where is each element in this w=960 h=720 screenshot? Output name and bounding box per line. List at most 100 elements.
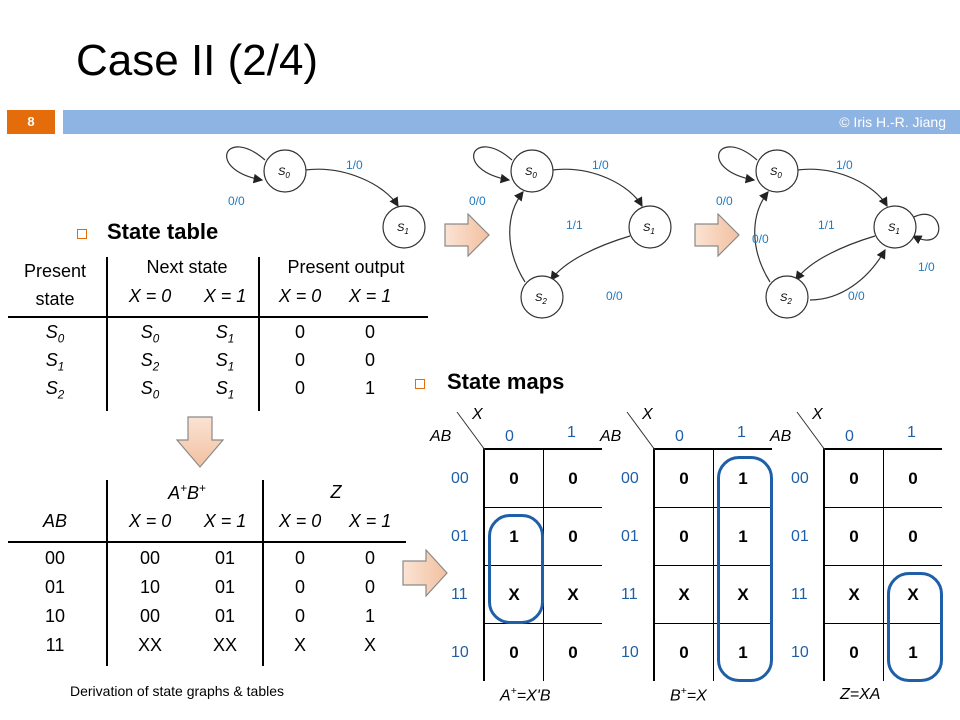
- table-cell: 0: [364, 322, 375, 342]
- col-x0: X = 0: [128, 511, 172, 531]
- header-present: Present state: [10, 257, 100, 313]
- header-bar: [63, 110, 960, 134]
- kmap-row-label: 10: [621, 644, 639, 661]
- bullet-icon: [415, 379, 425, 389]
- kmap-col-label: 1: [567, 424, 576, 441]
- kmap-row-label: 11: [621, 586, 638, 603]
- table-cell: XX: [212, 635, 237, 655]
- node-s2: [520, 275, 564, 319]
- kmap-result: B+=X: [670, 686, 707, 705]
- kmap-cell: X: [825, 566, 883, 623]
- right-arrow-icon: [402, 549, 448, 597]
- table-cell: 00: [44, 548, 66, 568]
- slide-title: Case II (2/4): [76, 36, 319, 85]
- node-label-subscript: 2: [541, 297, 547, 306]
- table-cell: S2: [45, 378, 65, 402]
- kmap-row-label: 00: [791, 470, 809, 487]
- edge-s1-s2: [795, 235, 876, 281]
- copyright: © Iris H.-R. Jiang: [839, 114, 946, 130]
- table-cell: 1: [364, 606, 375, 626]
- table-cell: S1: [215, 322, 235, 346]
- kmap-cell: 0: [825, 624, 883, 681]
- table-cell: 0: [364, 577, 375, 597]
- table-cell: S0: [140, 322, 160, 346]
- table-cell: 00: [139, 606, 161, 626]
- kmap-cell: 0: [884, 450, 942, 507]
- table-divider: [106, 480, 108, 666]
- kmap-row-label: 00: [451, 470, 469, 487]
- edge-s2-s0: [509, 191, 526, 283]
- col-x0: X = 0: [278, 286, 322, 306]
- kmap-col-label: 1: [737, 424, 746, 441]
- kmap-row-label: 11: [451, 586, 468, 603]
- table-cell: S0: [45, 322, 65, 346]
- edge-label: 0/0: [606, 289, 623, 303]
- header-next: A+B+: [112, 482, 262, 504]
- table-cell: 0: [364, 548, 375, 568]
- header-present-line1: Present: [23, 261, 87, 281]
- kmap-cell: X: [655, 566, 713, 623]
- table-cell: 1: [364, 378, 375, 398]
- bullet-icon: [77, 229, 87, 239]
- self-loop-s0: [718, 146, 758, 184]
- kmap-cell: 0: [655, 508, 713, 565]
- table-cell: 0: [294, 378, 305, 398]
- state-maps-heading: State maps: [447, 369, 565, 394]
- table-cell: 0: [294, 577, 305, 597]
- kmap-cell: 0: [544, 508, 602, 565]
- table-cell: S0: [140, 378, 160, 402]
- table-cell: 0: [294, 548, 305, 568]
- table-cell: 10: [44, 606, 66, 626]
- node-s1: [873, 205, 917, 249]
- edge-label: 1/0: [346, 158, 363, 172]
- table-cell: X: [363, 635, 376, 655]
- edge-label: 1/0: [836, 158, 853, 172]
- kmap-row-label: 11: [791, 586, 808, 603]
- header-next-text: A+B+: [168, 482, 206, 503]
- node-label-subscript: 2: [786, 297, 792, 306]
- header-present-output: Present output: [287, 257, 405, 277]
- edge-label: 0/0: [848, 289, 865, 303]
- node-label-subscript: 0: [777, 171, 782, 180]
- node-label-subscript: 0: [532, 171, 537, 180]
- col-x1: X = 1: [348, 286, 392, 306]
- kmap-cell: 0: [485, 624, 543, 681]
- kmap-col-label: 0: [505, 428, 514, 445]
- kmap-var-x: X: [642, 406, 653, 423]
- edge-label: 0/0: [228, 194, 245, 208]
- edge-s1-s2: [550, 235, 631, 281]
- edge-label: 1/0: [918, 260, 935, 274]
- state-graph-1: S0 S1 0/0 1/0: [226, 146, 426, 249]
- kmap-row-label: 10: [791, 644, 809, 661]
- table-cell: S2: [140, 350, 160, 374]
- state-table-heading: State table: [107, 219, 219, 244]
- node-s2: [765, 275, 809, 319]
- kmap-row-label: 00: [621, 470, 639, 487]
- node-s1: [628, 205, 672, 249]
- node-s0: [755, 149, 799, 193]
- kmap-row-label: 01: [451, 528, 469, 545]
- kmap-cell: 0: [655, 624, 713, 681]
- kmap-cell: X: [544, 566, 602, 623]
- kmap-row-label: 01: [621, 528, 639, 545]
- self-loop-s0: [473, 146, 513, 184]
- table-cell: X: [293, 635, 306, 655]
- node-label: S1: [888, 222, 900, 236]
- table-cell: 11: [45, 635, 65, 655]
- kmap-diagonal: [626, 411, 656, 451]
- node-label-subscript: 0: [285, 171, 290, 180]
- node-s1: [382, 205, 426, 249]
- slide-number: 8: [7, 110, 55, 134]
- table-cell: 0: [294, 322, 305, 342]
- edge-label: 0/0: [469, 194, 486, 208]
- node-label-subscript: 1: [650, 227, 654, 236]
- header-z: Z: [330, 482, 342, 502]
- self-loop-s0: [226, 146, 266, 184]
- table-cell: 0: [294, 350, 305, 370]
- col-x1: X = 1: [348, 511, 392, 531]
- table-cell: S1: [45, 350, 65, 374]
- table-divider: [106, 257, 108, 411]
- edge-s0-s1: [304, 168, 399, 208]
- kmap-var-ab: AB: [770, 428, 792, 445]
- table-rule: [8, 316, 428, 318]
